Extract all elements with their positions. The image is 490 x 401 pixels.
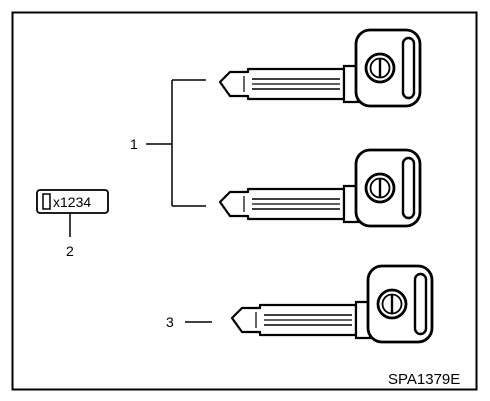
callout-3-label: 3	[166, 314, 174, 330]
figure-code: SPA1379E	[388, 371, 460, 388]
key-icon	[218, 28, 422, 108]
figure-border	[11, 11, 478, 391]
key-icon	[230, 264, 434, 344]
key-icon	[218, 148, 422, 228]
key-number-plate-icon	[36, 189, 109, 214]
callout-1-bracket	[146, 79, 206, 207]
key-number-text: x1234	[53, 194, 91, 210]
callout-1-label: 1	[130, 136, 138, 152]
callout-2-label: 2	[66, 243, 74, 259]
